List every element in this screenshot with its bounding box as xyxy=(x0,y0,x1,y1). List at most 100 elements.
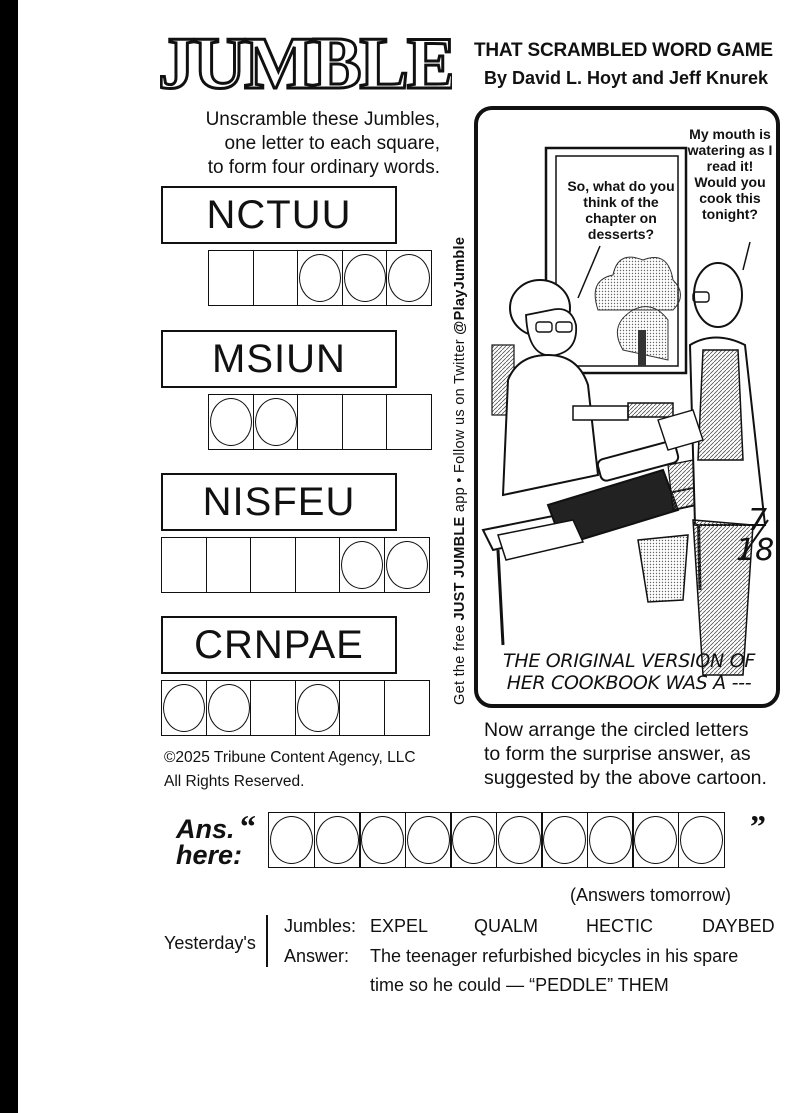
arrange-line: to form the surprise answer, as xyxy=(484,743,751,765)
date-slash xyxy=(739,519,769,561)
jumble-1-scrambled: NCTUU xyxy=(161,186,397,244)
yesterday-label: Yesterday's xyxy=(164,933,256,953)
open-quote: “ xyxy=(240,808,256,844)
answer-cell[interactable] xyxy=(252,250,299,306)
answers-tomorrow-note: (Answers tomorrow) xyxy=(570,885,732,905)
final-answer-cell[interactable] xyxy=(313,812,361,868)
caption-line: THE ORIGINAL VERSION OF xyxy=(503,650,755,672)
jumble-logo: JUMBLE JUMBLE xyxy=(156,22,457,107)
yesterday-word: EXPEL xyxy=(370,916,429,936)
instructions-line: one letter to each square, xyxy=(224,133,440,154)
answer-cell[interactable] xyxy=(161,537,207,593)
man-glasses xyxy=(692,291,710,303)
book-stack xyxy=(627,402,674,418)
answer-cell[interactable] xyxy=(205,537,252,593)
answer-cell[interactable] xyxy=(250,537,296,593)
man-vest xyxy=(697,349,744,461)
caption-line: HER COOKBOOK WAS A --- xyxy=(506,672,752,694)
answer-label-line: here: xyxy=(176,840,243,870)
final-answer-cell[interactable] xyxy=(495,812,543,868)
promo-prefix: Get the free xyxy=(452,620,468,705)
answer-cell[interactable] xyxy=(208,250,254,306)
logo-text-outline: JUMBLE xyxy=(160,28,452,96)
close-quote: ” xyxy=(750,808,766,844)
logo-text-inner: JUMBLE xyxy=(160,28,452,96)
cartoon-drawing xyxy=(481,146,769,676)
answer-cell[interactable] xyxy=(250,680,296,736)
arrange-line: Now arrange the circled letters xyxy=(484,719,749,741)
left-edge-bar xyxy=(0,0,18,1113)
jumble-4-scrambled: CRNPAE xyxy=(161,616,397,674)
final-answer-cell[interactable] xyxy=(268,812,315,868)
yesterday-word: DAYBED xyxy=(702,916,775,936)
answer-cell-circled[interactable] xyxy=(252,394,299,450)
answer-cell[interactable] xyxy=(297,394,343,450)
man-pants xyxy=(692,519,754,676)
wastebasket xyxy=(637,534,689,603)
final-answer-cell[interactable] xyxy=(632,812,679,868)
answer-cell-circled[interactable] xyxy=(208,394,254,450)
copyright-line: All Rights Reserved. xyxy=(164,773,305,790)
answer-cell-circled[interactable] xyxy=(205,680,252,736)
answer-cell[interactable] xyxy=(383,680,430,736)
woman-body xyxy=(501,353,600,497)
final-answer-cell[interactable] xyxy=(586,812,634,868)
final-answer-cell[interactable] xyxy=(359,812,406,868)
answer-cell-circled[interactable] xyxy=(383,537,430,593)
jumble-3-grid xyxy=(161,537,430,593)
answer-cell[interactable] xyxy=(339,680,385,736)
answer-cell-circled[interactable] xyxy=(341,250,388,306)
date-month: 7 xyxy=(748,503,768,538)
yesterday-jumbles-label: Jumbles: xyxy=(284,916,357,936)
tree-cluster xyxy=(594,256,681,311)
copyright-line: ©2025 Tribune Content Agency, LLC xyxy=(164,749,416,766)
yesterday-answer-line: time so he could — “PEDDLE” THEM xyxy=(370,975,669,995)
final-answer-cell[interactable] xyxy=(677,812,725,868)
paper-stack xyxy=(497,519,585,561)
yesterday-word: HECTIC xyxy=(586,916,653,936)
answer-cell-circled[interactable] xyxy=(297,250,343,306)
answer-label: Ans. here: xyxy=(176,814,243,870)
final-answer-grid xyxy=(268,812,725,868)
final-answer-cell[interactable] xyxy=(541,812,588,868)
promo-app-name: JUST JUMBLE xyxy=(452,516,468,621)
final-answer-cell[interactable] xyxy=(450,812,497,868)
jumble-4-grid xyxy=(161,680,430,736)
answer-cell-circled[interactable] xyxy=(294,680,341,736)
answer-label-line: Ans. xyxy=(176,814,235,844)
woman-glasses xyxy=(555,321,573,333)
cartoon-caption: THE ORIGINAL VERSION OF HER COOKBOOK WAS… xyxy=(496,650,762,694)
instructions-line: Unscramble these Jumbles, xyxy=(205,109,440,130)
final-answer-cell[interactable] xyxy=(404,812,452,868)
answer-cell-circled[interactable] xyxy=(339,537,385,593)
answer-cell-circled[interactable] xyxy=(386,250,432,306)
man-paper xyxy=(657,409,704,451)
tree-trunk xyxy=(638,330,646,366)
jumble-2-scrambled: MSIUN xyxy=(161,330,397,388)
answer-cell-circled[interactable] xyxy=(161,680,207,736)
yesterday-answer-label: Answer: xyxy=(284,946,350,966)
jumble-3-scrambled: NISFEU xyxy=(161,473,397,531)
man-head xyxy=(693,262,743,328)
answer-cell[interactable] xyxy=(341,394,388,450)
speech-bubble-man: My mouth is watering as I read it! Would… xyxy=(687,126,773,222)
bubble-tail-right xyxy=(742,241,751,271)
instructions-line: to form four ordinary words. xyxy=(207,157,440,178)
instructions: Unscramble these Jumbles, one letter to … xyxy=(178,108,440,180)
yesterday-divider xyxy=(266,915,268,967)
arrange-instructions: Now arrange the circled letters to form … xyxy=(484,718,767,790)
cartoon-panel: So, what do you think of the chapter on … xyxy=(474,106,780,708)
window-pane xyxy=(555,155,679,367)
promo-vertical-text: Get the free JUST JUMBLE app • Follow us… xyxy=(452,110,468,705)
promo-handle[interactable]: @PlayJumble xyxy=(452,236,468,335)
arrange-line: suggested by the above cartoon. xyxy=(484,767,767,789)
yesterday-answer-line: The teenager refurbished bicycles in his… xyxy=(370,946,739,966)
yesterday-word: QUALM xyxy=(474,916,539,936)
answer-cell[interactable] xyxy=(386,394,432,450)
jumble-1-grid xyxy=(208,250,432,306)
byline: By David L. Hoyt and Jeff Knurek xyxy=(484,68,769,88)
jumble-2-grid xyxy=(208,394,432,450)
bubble-tail-left xyxy=(577,245,601,299)
answer-cell[interactable] xyxy=(294,537,341,593)
